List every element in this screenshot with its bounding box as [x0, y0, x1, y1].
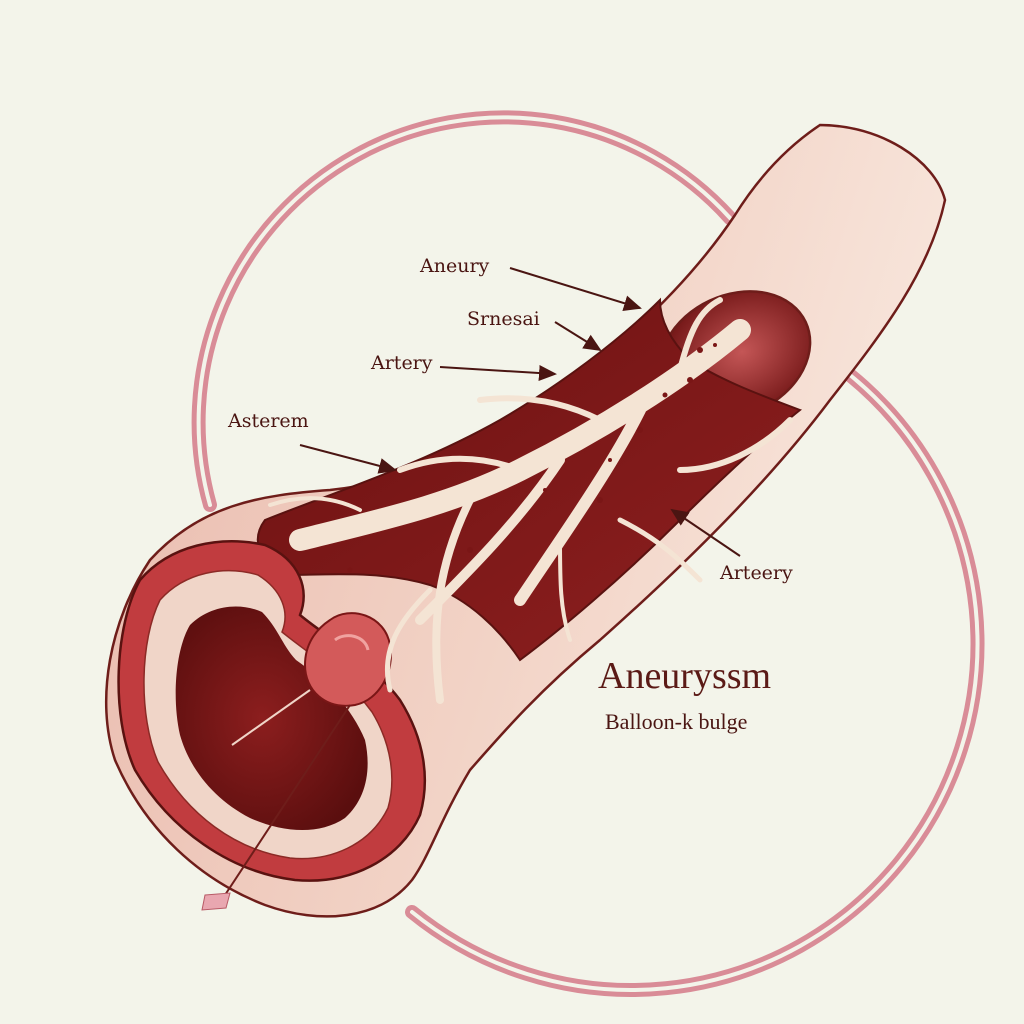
- label-srnesai: Srnesai: [467, 308, 540, 330]
- leader-srnesai: [554, 321, 602, 352]
- sac-pointer-tail: [201, 892, 231, 911]
- diagram-subtitle: Balloon-k bulge: [605, 709, 748, 734]
- label-artery: Artery: [371, 352, 433, 374]
- leader-asterem: [299, 444, 397, 474]
- sac-pointer-line: [224, 704, 351, 896]
- speckles: [347, 343, 717, 573]
- leader-arteery: [670, 508, 741, 557]
- label-asterem: Asterem: [228, 410, 309, 432]
- circle-ring-inner: [196, 115, 732, 507]
- sac-pointer-line-2: [231, 689, 311, 746]
- label-aneury: Aneury: [420, 255, 490, 277]
- tissue-strands: [268, 297, 793, 704]
- thrombus: [303, 612, 392, 707]
- leader-aneury: [509, 267, 642, 311]
- diagram-title: Aneuryssm: [598, 655, 772, 697]
- label-arteery: Arteery: [720, 562, 793, 584]
- leader-artery: [439, 365, 557, 382]
